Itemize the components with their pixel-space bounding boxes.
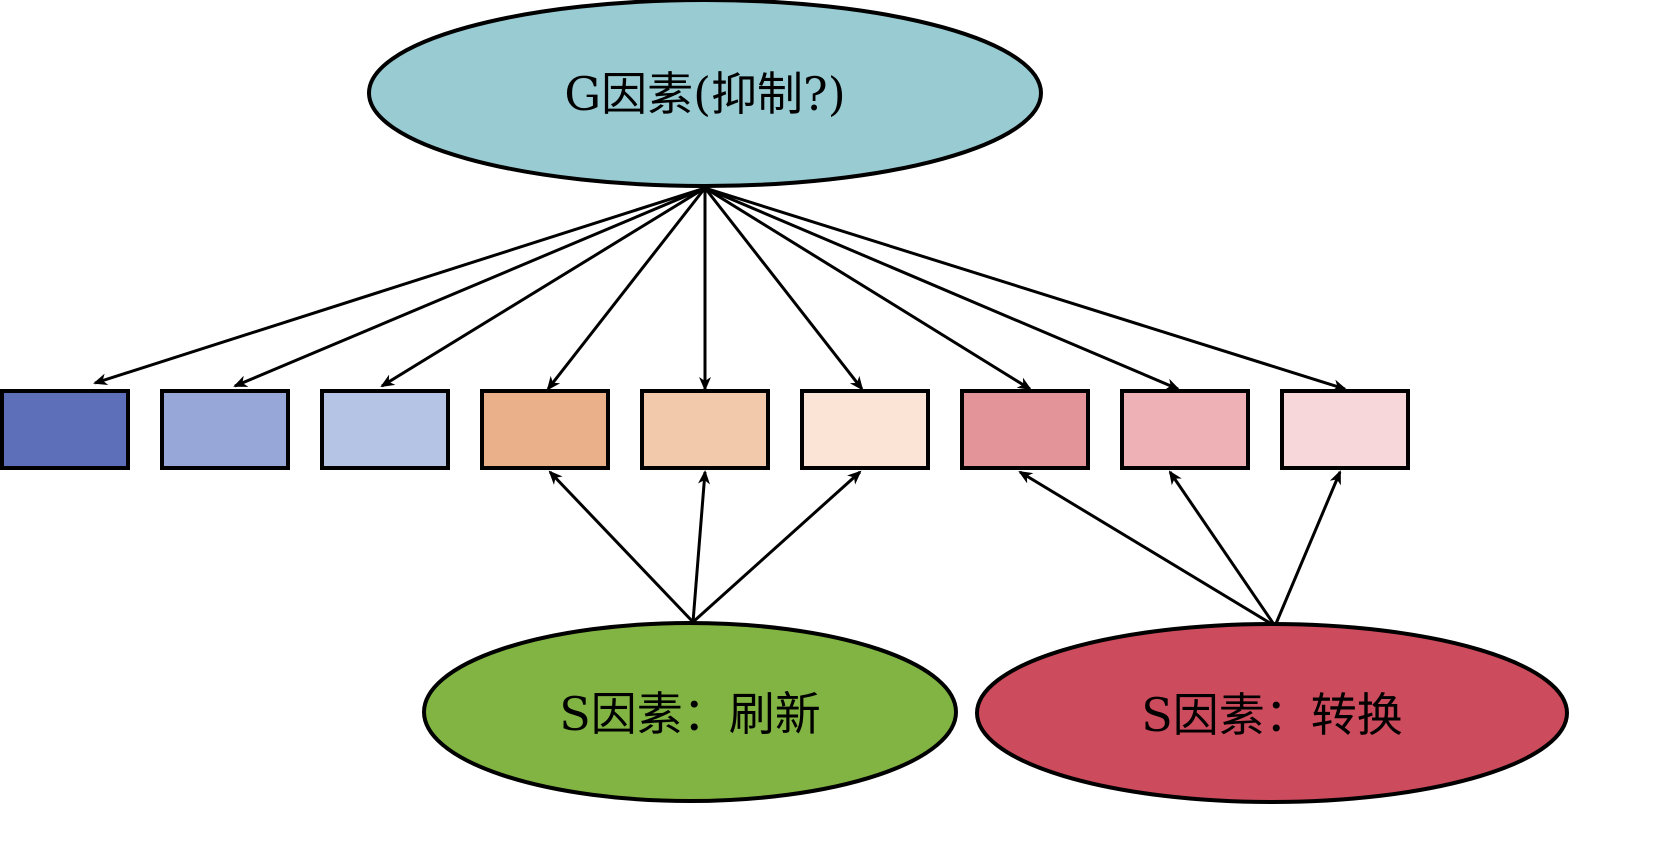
s-factor-switch-ellipse — [975, 622, 1569, 804]
s-arrow-refresh-to-task-6 — [691, 470, 862, 624]
task-box-5 — [640, 389, 770, 470]
g-arrow-to-task-7 — [704, 186, 1032, 391]
s-arrow-refresh-to-task-4 — [548, 470, 695, 624]
g-arrow-to-task-8 — [704, 186, 1180, 391]
s-factor-refresh-node: S因素：刷新 — [422, 621, 958, 803]
task-box-1 — [0, 389, 130, 470]
task-box-8 — [1120, 389, 1250, 470]
g-factor-label: G因素(抑制?) — [564, 67, 845, 121]
g-arrow-to-task-4 — [546, 187, 707, 391]
s-factor-refresh-ellipse — [422, 621, 958, 803]
s-factor-switch-label: S因素：转换 — [1141, 688, 1403, 742]
g-arrow-to-task-3 — [380, 186, 706, 388]
s-arrow-switch-to-task-7 — [1018, 470, 1276, 628]
s-arrow-switch-to-task-9 — [1273, 470, 1342, 627]
task-box-9 — [1280, 389, 1410, 470]
task-box-2 — [160, 389, 290, 470]
g-arrow-to-task-2 — [233, 186, 706, 388]
task-box-4 — [480, 389, 610, 470]
task-box-3 — [320, 389, 450, 470]
task-box-7 — [960, 389, 1090, 470]
g-factor-node: G因素(抑制?) — [367, 0, 1043, 188]
s-factor-refresh-label: S因素：刷新 — [559, 687, 821, 741]
s-arrow-refresh-to-task-5 — [691, 470, 711, 623]
edges-layer — [93, 186, 1347, 628]
g-factor-ellipse — [367, 0, 1043, 188]
g-arrow-to-task-6 — [703, 187, 864, 391]
s-arrow-switch-to-task-8 — [1168, 470, 1277, 627]
g-arrow-to-task-9 — [704, 186, 1347, 392]
s-factor-switch-node: S因素：转换 — [975, 622, 1569, 804]
task-boxes-layer — [0, 389, 1410, 470]
g-arrow-to-task-1 — [93, 186, 706, 386]
task-box-6 — [800, 389, 930, 470]
